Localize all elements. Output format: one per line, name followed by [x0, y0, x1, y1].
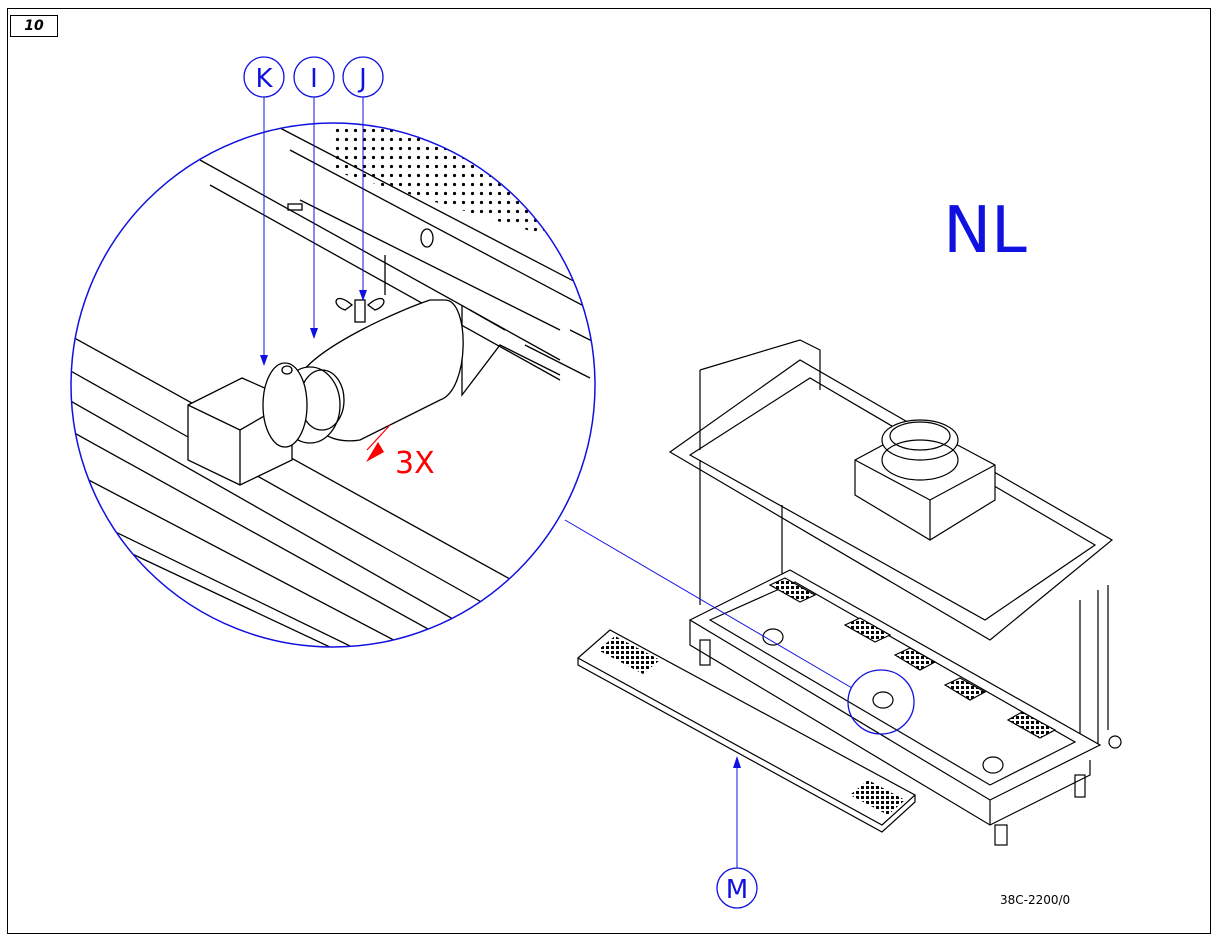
drawing-frame [7, 8, 1211, 934]
quantity-arrow-head [366, 442, 384, 462]
rail-line [71, 464, 471, 647]
flue-collar-base [881, 439, 959, 481]
arrow-head [310, 328, 318, 339]
burner-grille [1006, 711, 1057, 739]
wing-nut-stem [354, 299, 366, 323]
language-code: NL [943, 194, 1027, 268]
flue-collar-inner [889, 421, 951, 451]
rail-line [71, 519, 401, 647]
top-frame [699, 339, 821, 390]
cover-grille [850, 780, 905, 815]
detail-circle [70, 122, 596, 648]
mount-hole [420, 228, 434, 248]
cover-grille [598, 636, 660, 674]
callout-m: M [716, 756, 758, 909]
panel-edge [299, 199, 561, 331]
tab [287, 203, 303, 211]
foot [1074, 774, 1086, 798]
burner-connector [762, 628, 784, 646]
cover-plate [576, 629, 917, 833]
rail-line [71, 504, 421, 647]
foot [699, 639, 711, 666]
callout-m-label: M [726, 875, 748, 905]
panel-edge [289, 149, 595, 321]
top-frame-inner [688, 377, 1097, 621]
callout-k-label: K [255, 64, 273, 94]
ring-screw [281, 365, 293, 375]
quantity-arrow-line [366, 424, 391, 451]
wing-right [366, 298, 385, 311]
knob [1108, 735, 1122, 749]
detail-leader-line [564, 519, 853, 689]
bracket [469, 309, 506, 331]
wing-left [335, 298, 354, 311]
callout-k: K [243, 56, 285, 366]
arrow-head [733, 756, 741, 768]
rail-line [71, 424, 521, 647]
foot [994, 824, 1008, 846]
bracket [524, 344, 591, 379]
quantity-marker: 3X [366, 424, 435, 481]
page-number: 10 [10, 15, 58, 37]
burner-grille [768, 577, 817, 603]
callout-j: J [342, 56, 384, 301]
connector-ring [262, 362, 308, 448]
fireplace-assembly [668, 339, 1122, 846]
burner-grille [943, 677, 987, 701]
bracket [461, 305, 561, 397]
arrow-head [260, 355, 268, 366]
callout-i: I [293, 56, 335, 339]
callout-j-label: J [357, 64, 367, 94]
drawing-reference: 38C-2200/0 [1000, 893, 1070, 907]
perforated-panel [330, 123, 560, 240]
burner-grille [893, 647, 937, 671]
burner-grille [843, 617, 892, 643]
burner-tray [688, 569, 1102, 801]
callout-i-label: I [310, 64, 318, 94]
detail-locator-circle [847, 669, 915, 735]
arrow-head [359, 290, 367, 301]
panel-edge [569, 329, 595, 346]
burner-connector [982, 756, 1004, 774]
detail-view [70, 122, 596, 648]
burner-connector [872, 691, 894, 709]
quantity-label: 3X [395, 446, 435, 481]
